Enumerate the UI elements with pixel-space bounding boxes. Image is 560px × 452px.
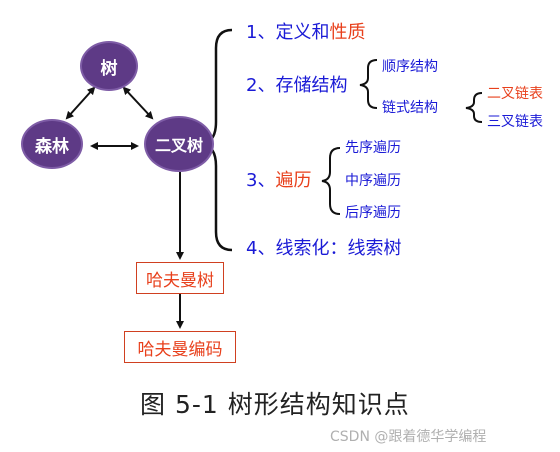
node-forest: 森林 [21, 119, 83, 169]
traversal-postorder: 后序遍历 [345, 205, 401, 221]
storage-linked: 链式结构 [382, 100, 438, 116]
brace-linked [465, 92, 483, 123]
figure-caption: 图 5-1 树形结构知识点 [140, 390, 410, 419]
brace-traversal [321, 147, 341, 215]
linked-ternary-list: 三叉链表 [487, 114, 543, 130]
box-huffman-code: 哈夫曼编码 [124, 331, 236, 363]
box-huffman-tree: 哈夫曼树 [136, 262, 224, 294]
linked-binary-list: 二叉链表 [487, 86, 543, 102]
storage-sequential: 顺序结构 [382, 59, 438, 75]
traversal-inorder: 中序遍历 [345, 173, 401, 189]
topic-storage: 2、存储结构 [246, 75, 348, 96]
node-binary-tree: 二叉树 [144, 116, 214, 172]
traversal-preorder: 先序遍历 [345, 140, 401, 156]
brace-storage [359, 59, 378, 109]
arrow-tree-binary [122, 86, 154, 120]
arrow-tree-forest [65, 86, 96, 120]
topic-traversal: 3、遍历 [246, 170, 312, 191]
node-tree: 树 [80, 41, 138, 91]
topic-definition: 1、定义和性质 [246, 22, 366, 43]
watermark: CSDN @跟着德华学编程 [330, 429, 487, 445]
topic-threading: 4、线索化：线索树 [246, 238, 402, 259]
